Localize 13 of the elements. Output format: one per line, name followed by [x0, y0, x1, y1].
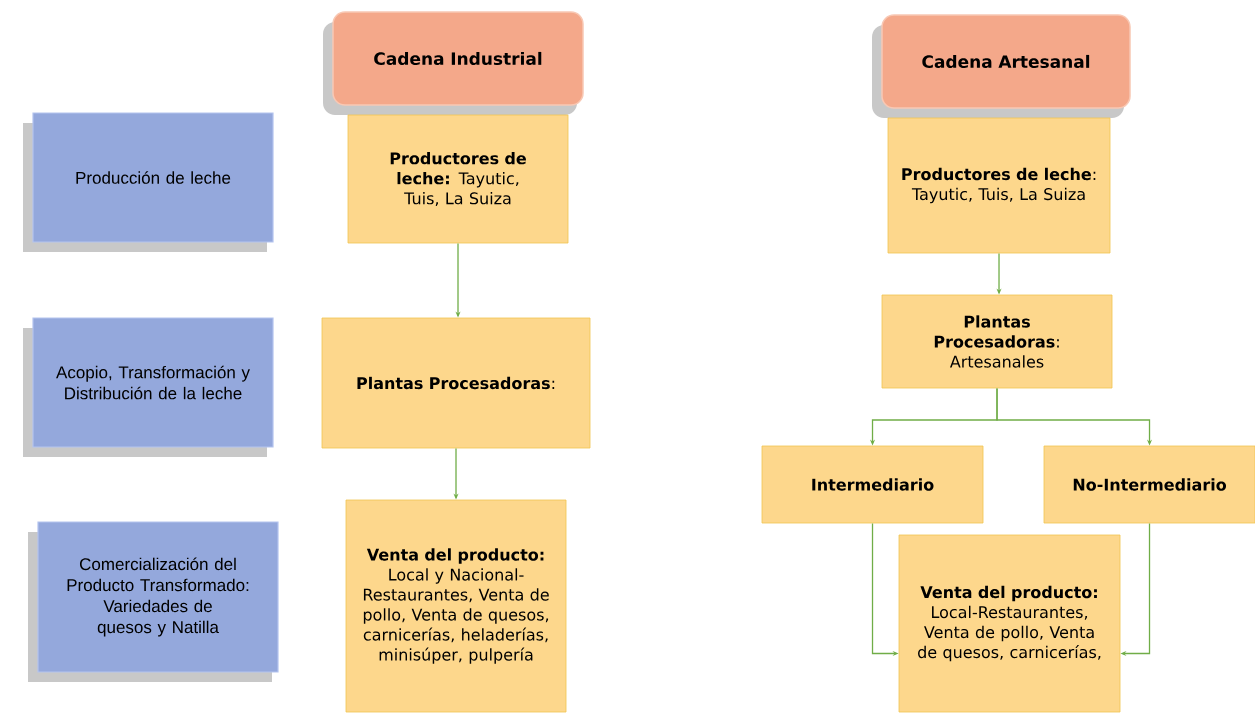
process-box: Venta del producto: Local y Nacional-Restaurantes, Venta de pollo, Venta de quesos, carnicerías, heladerías, minisúper, pulpería [345, 499, 567, 713]
stage-box: Producción de leche [23, 112, 274, 252]
stage-box: Acopio, Transformación y Distribución de la leche [23, 317, 274, 457]
process-box: Venta del producto: Local-Restaurantes, Venta de pollo, Venta de quesos, carnicerías, [898, 534, 1121, 713]
process-box: Plantas Procesadoras: [321, 317, 591, 449]
process-box: No-Intermediario [1043, 445, 1255, 524]
chain-title-box: Cadena Industrial [323, 11, 584, 115]
chain-title-box: Cadena Artesanal [872, 14, 1131, 118]
process-box: Plantas Procesadoras: Artesanales [881, 294, 1113, 389]
process-box: Productores de leche: Tayutic, Tuis, La Suiza [887, 117, 1111, 254]
process-box: Productores de leche: Tayutic, Tuis, La Suiza [347, 114, 569, 244]
process-box: Intermediario [761, 445, 984, 524]
stage-box: Comercialización del Producto Transformado: Variedades de quesos y Natilla [28, 521, 279, 682]
